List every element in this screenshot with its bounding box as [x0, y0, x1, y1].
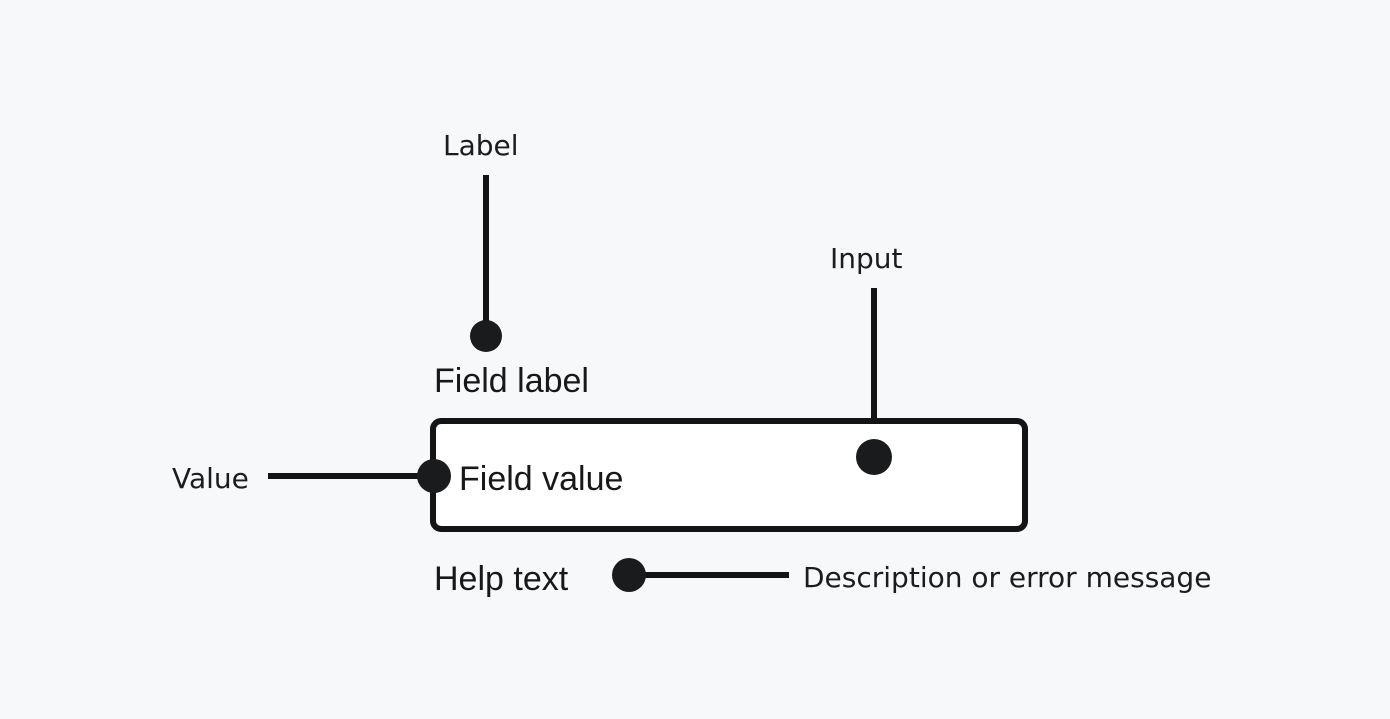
field-label-text: Field label: [434, 362, 589, 400]
input-anchor-dot: [856, 439, 892, 475]
label-anchor-dot: [470, 320, 502, 352]
description-text: Description or error message: [803, 561, 1211, 594]
help-text-anchor-dot: [612, 558, 646, 592]
annotation-label: Label: [443, 129, 519, 162]
annotation-help-text: Help text: [434, 560, 569, 598]
annotation-input: Input: [830, 242, 903, 275]
value-anchor-dot: [417, 459, 451, 493]
field-value-text[interactable]: Field value: [459, 460, 623, 498]
annotation-value: Value: [172, 462, 249, 495]
